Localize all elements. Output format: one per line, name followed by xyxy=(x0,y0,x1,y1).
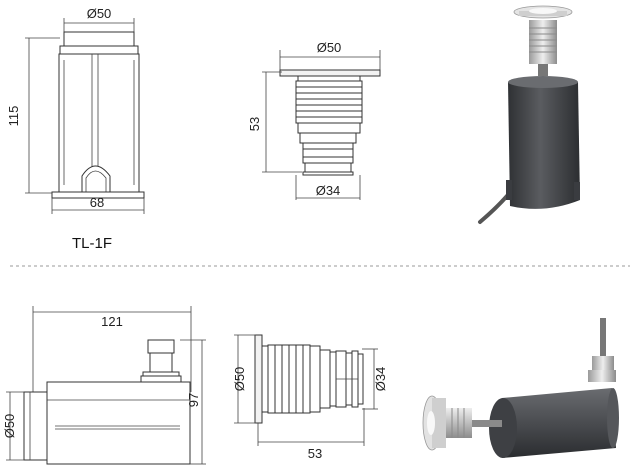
bottom-side-view-drawing: Ø50 Ø34 53 xyxy=(232,334,388,461)
top-product-render xyxy=(478,5,580,224)
bottom-front-view-drawing: 121 97 Ø50 xyxy=(2,306,206,465)
bottom-side-flange-label: Ø50 xyxy=(232,367,247,392)
top-side-bottom-label: Ø34 xyxy=(316,183,341,198)
top-front-view-drawing: Ø50 115 68 xyxy=(6,6,145,214)
top-front-width-label: Ø50 xyxy=(87,6,112,21)
top-front-height-label: 115 xyxy=(6,106,21,127)
bottom-front-height-label: 97 xyxy=(186,393,201,407)
bottom-side-body-label: Ø34 xyxy=(373,367,388,392)
bottom-side-length-label: 53 xyxy=(308,446,322,461)
top-side-height-label: 53 xyxy=(247,117,262,131)
bottom-front-length-label: 121 xyxy=(101,314,123,329)
model-label: TL-1F xyxy=(72,235,112,252)
bottom-product-render xyxy=(422,318,619,458)
bottom-front-end-label: Ø50 xyxy=(2,414,17,439)
top-front-base-label: 68 xyxy=(90,195,104,210)
top-side-view-drawing: Ø50 53 Ø34 xyxy=(247,40,381,200)
top-side-flange-label: Ø50 xyxy=(317,40,342,55)
